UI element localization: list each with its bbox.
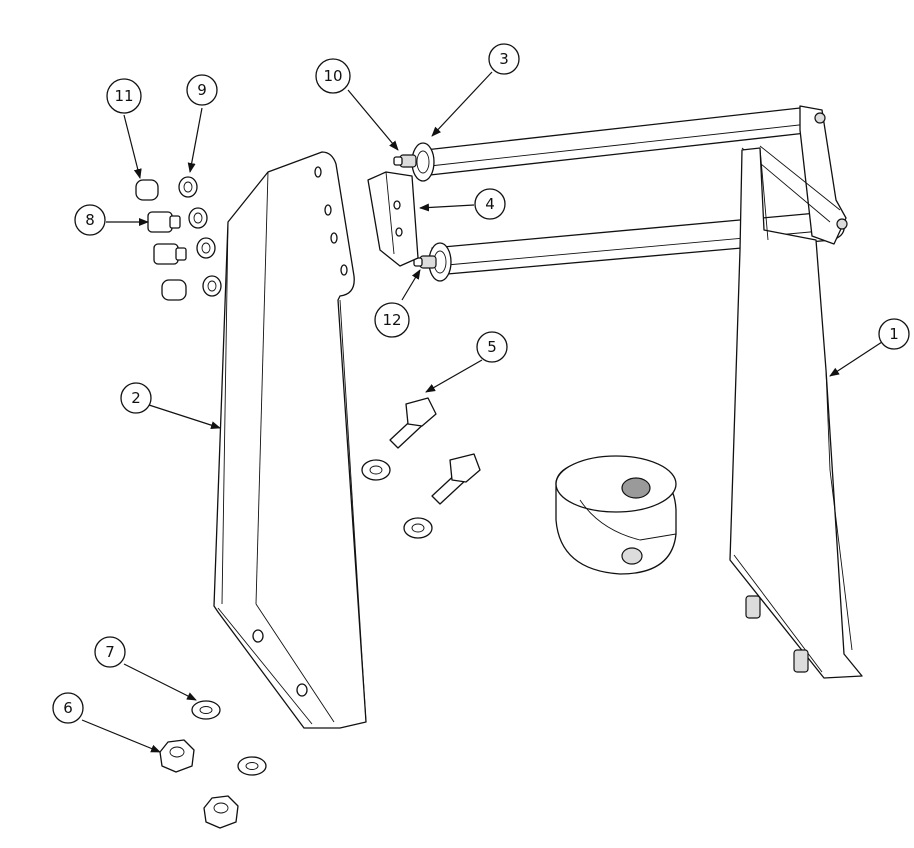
balloon-8-label: 8	[85, 211, 95, 229]
leader-3	[431, 71, 493, 137]
balloon-5-label: 5	[487, 338, 497, 356]
balloon-5-circle	[476, 331, 508, 363]
leader-10	[347, 89, 399, 151]
leader-2	[148, 404, 221, 430]
balloon-10-circle	[315, 58, 351, 94]
balloon-9-circle	[186, 74, 218, 106]
bolt-8c	[161, 279, 187, 301]
washer-5a	[361, 459, 391, 481]
leader-7	[123, 663, 197, 701]
washer-7b	[237, 756, 267, 776]
balloon-6-circle	[52, 692, 84, 724]
bolt-8b	[153, 243, 187, 265]
hex-bolt-5a	[389, 397, 437, 449]
round-hub	[555, 455, 677, 575]
balloon-2-label: 2	[131, 389, 141, 407]
leader-4	[419, 203, 475, 212]
balloon-3: 3	[488, 43, 520, 75]
small-bracket	[367, 171, 419, 267]
leader-6	[81, 719, 161, 753]
balloon-8: 8	[74, 204, 106, 236]
balloon-8-circle	[74, 204, 106, 236]
balloon-6-label: 6	[63, 699, 73, 717]
balloon-12: 12	[374, 302, 410, 338]
washer-7a	[191, 700, 221, 720]
washer-9a	[178, 176, 198, 198]
balloon-1-label: 1	[889, 325, 899, 343]
balloon-2-circle	[120, 382, 152, 414]
washer-9d	[202, 275, 222, 297]
balloon-5: 5	[476, 331, 508, 363]
balloon-11-circle	[106, 78, 142, 114]
bolt-8a	[147, 211, 181, 233]
pin-upper	[393, 154, 417, 168]
cap-nut-11	[135, 179, 159, 201]
balloon-9: 9	[186, 74, 218, 106]
balloon-2: 2	[120, 382, 152, 414]
balloon-12-label: 12	[382, 311, 401, 329]
balloon-7: 7	[94, 636, 126, 668]
leader-5	[425, 359, 483, 393]
leader-11	[123, 114, 142, 179]
washer-5b	[403, 517, 433, 539]
balloon-3-circle	[488, 43, 520, 75]
leader-9	[187, 107, 203, 173]
balloon-10-label: 10	[323, 67, 342, 85]
hex-nut-6a	[159, 739, 195, 773]
balloon-11-label: 11	[114, 87, 133, 105]
balloon-1-circle	[878, 318, 910, 350]
balloon-3-label: 3	[499, 50, 509, 68]
hex-bolt-5b	[431, 453, 481, 505]
balloon-11: 11	[106, 78, 142, 114]
balloon-4-circle	[474, 188, 506, 220]
balloon-12-circle	[374, 302, 410, 338]
washer-9c	[196, 237, 216, 259]
balloon-7-circle	[94, 636, 126, 668]
leader-lines	[81, 71, 883, 753]
balloon-4-label: 4	[485, 195, 495, 213]
balloon-7-label: 7	[105, 643, 115, 661]
balloon-4: 4	[474, 188, 506, 220]
balloon-9-label: 9	[197, 81, 207, 99]
balloon-6: 6	[52, 692, 84, 724]
leader-1	[829, 341, 883, 377]
balloon-1: 1	[878, 318, 910, 350]
hex-nut-6b	[203, 795, 239, 829]
leader-12	[401, 269, 421, 301]
washer-9b	[188, 207, 208, 229]
balloon-10: 10	[315, 58, 351, 94]
frame-leg-right	[424, 105, 863, 679]
frame-leg-left	[213, 151, 367, 729]
